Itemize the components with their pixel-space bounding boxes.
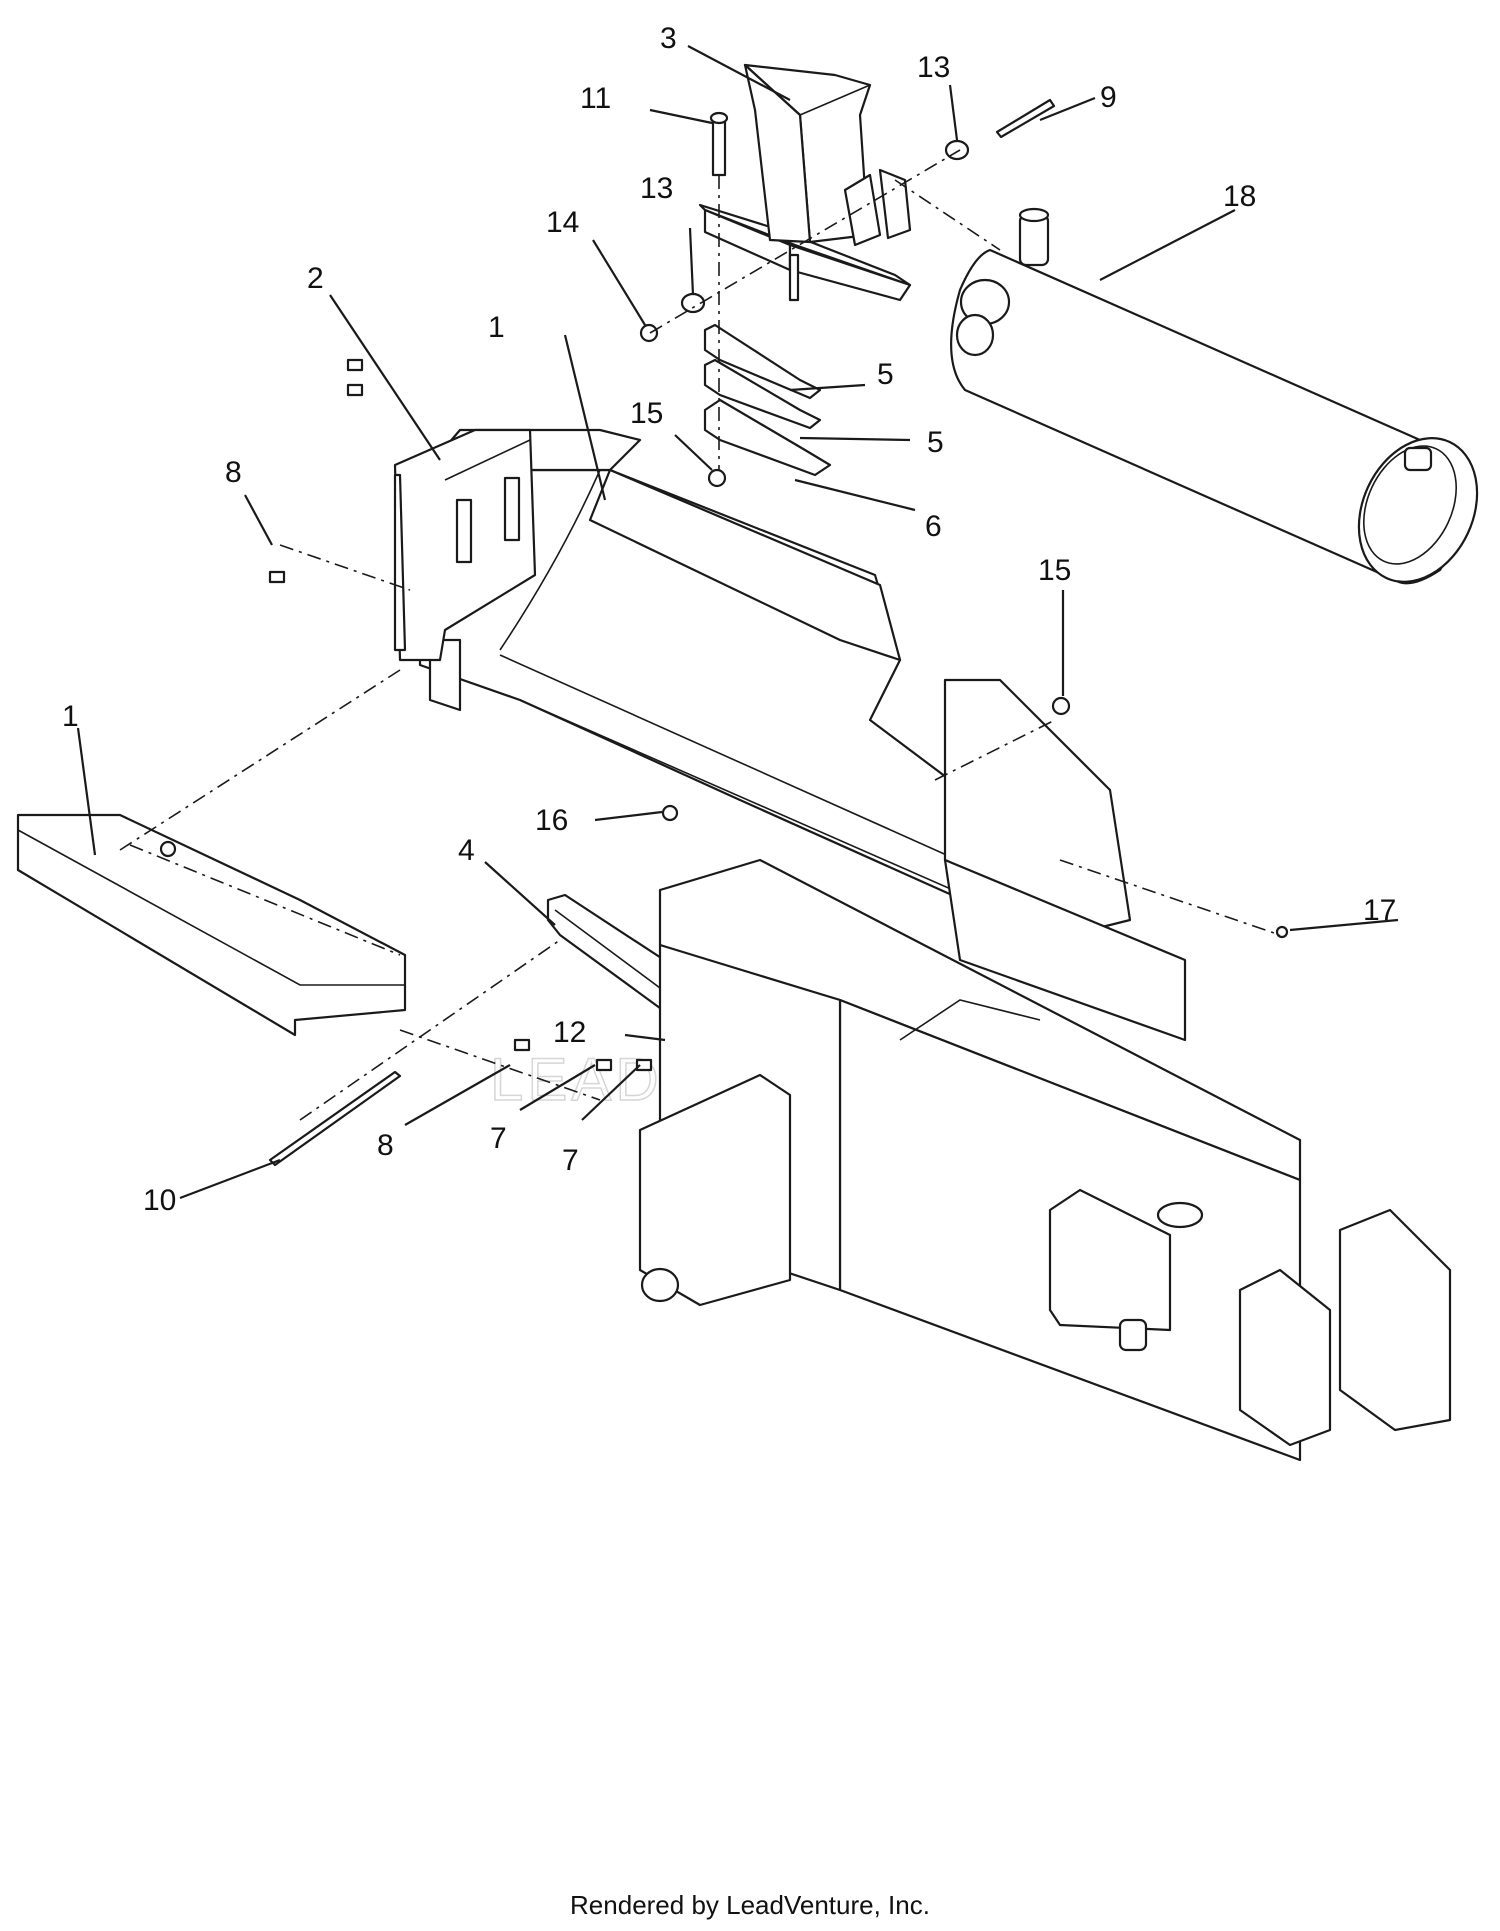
callout-17: 17 [1363, 894, 1396, 927]
callout-2: 2 [307, 262, 324, 295]
callout-8-lower: 8 [377, 1129, 394, 1162]
callout-13-lower: 13 [640, 172, 673, 205]
callout-4: 4 [458, 834, 475, 867]
callout-1-rail: 1 [62, 700, 79, 733]
end-plate [393, 428, 537, 662]
wedge-plates [703, 323, 832, 477]
assembly-lines [119, 149, 1281, 1121]
base-frame [638, 678, 1452, 1462]
callout-5-upper: 5 [877, 358, 894, 391]
footer-credit: Rendered by LeadVenture, Inc. [570, 1890, 930, 1920]
callout-16: 16 [535, 804, 568, 837]
callout-7-right: 7 [562, 1144, 579, 1177]
hydraulic-cylinder [950, 207, 1479, 585]
callout-10: 10 [143, 1184, 176, 1217]
callout-7-left: 7 [490, 1122, 507, 1155]
leader-lines [76, 45, 1399, 1200]
callout-13-upper: 13 [917, 51, 950, 84]
callout-12: 12 [553, 1016, 586, 1049]
callout-labels: 1 1 2 3 4 5 5 6 7 7 8 8 9 10 11 12 13 13… [62, 22, 1396, 1217]
callout-5-lower: 5 [927, 426, 944, 459]
callout-15-upper: 15 [630, 397, 663, 430]
callout-9: 9 [1100, 81, 1117, 114]
callout-11: 11 [580, 82, 611, 115]
callout-15-right: 15 [1038, 554, 1071, 587]
callout-6: 6 [925, 510, 942, 543]
callout-14: 14 [546, 206, 579, 239]
left-rail [16, 813, 407, 1037]
splitting-wedge [698, 63, 912, 302]
callout-8-upper: 8 [225, 456, 242, 489]
callout-18: 18 [1223, 180, 1256, 213]
callout-1-beam: 1 [488, 311, 505, 344]
callout-3: 3 [660, 22, 677, 55]
hardware [159, 98, 1289, 1167]
